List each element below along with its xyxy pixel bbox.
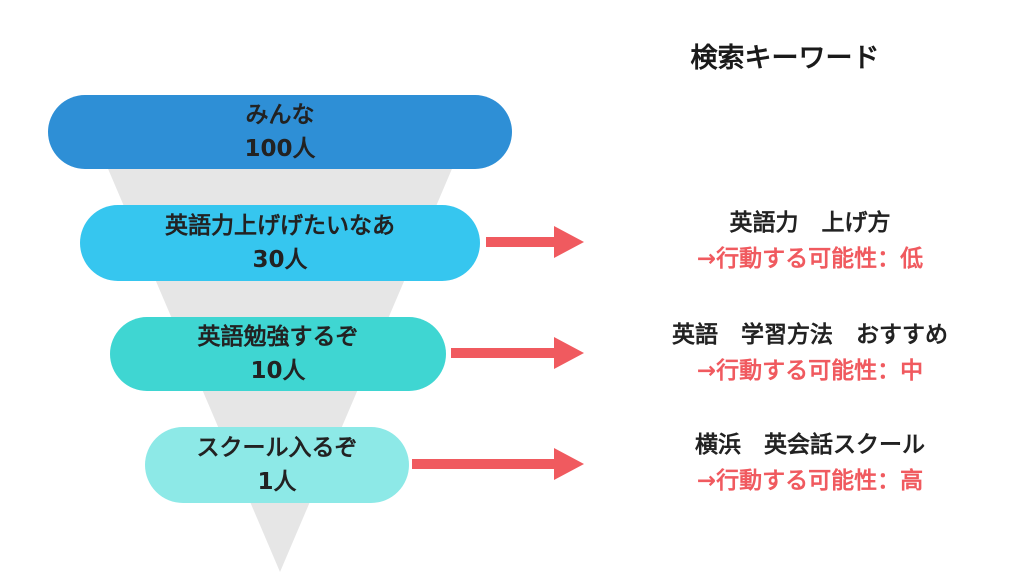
stage-label: 英語勉強するぞ [197, 323, 359, 350]
keyword-term: 横浜 英会話スクール [695, 432, 925, 458]
arrow-shaft [412, 459, 554, 469]
stage-count: 10人 [250, 358, 306, 384]
arrow-head [554, 226, 584, 258]
keyword-block-mid: 英語 学習方法 おすすめ →行動する可能性：中 [600, 318, 1020, 389]
action-likelihood-note: →行動する可能性：低 [696, 245, 924, 272]
arrow-stage-4 [412, 448, 584, 480]
arrow-head [554, 337, 584, 369]
action-likelihood-note: →行動する可能性：中 [696, 357, 924, 384]
stage-count: 1人 [257, 469, 297, 495]
keyword-block-low: 英語力 上げ方 →行動する可能性：低 [600, 206, 1020, 277]
funnel-stage-want-to-improve: 英語力上げげたいなあ 30人 [80, 205, 480, 281]
keyword-term: 英語 学習方法 おすすめ [672, 322, 948, 348]
funnel-stage-everyone: みんな 100人 [48, 95, 512, 169]
stage-label: スクール入るぞ [196, 434, 358, 461]
stage-label: 英語力上げげたいなあ [165, 212, 395, 239]
keyword-block-high: 横浜 英会話スクール →行動する可能性：高 [600, 428, 1020, 499]
arrow-shaft [451, 348, 554, 358]
arrow-shaft [486, 237, 554, 247]
funnel-stage-will-study: 英語勉強するぞ 10人 [110, 317, 446, 391]
action-likelihood-note: →行動する可能性：高 [696, 467, 924, 494]
keyword-term: 英語力 上げ方 [729, 210, 891, 236]
stage-count: 30人 [252, 247, 308, 273]
keyword-heading: 検索キーワード [690, 43, 880, 74]
stage-count: 100人 [244, 136, 316, 162]
arrow-stage-2 [486, 226, 584, 258]
arrow-head [554, 448, 584, 480]
funnel-stage-join-school: スクール入るぞ 1人 [145, 427, 409, 503]
arrow-stage-3 [451, 337, 584, 369]
stage-label: みんな [245, 101, 315, 128]
